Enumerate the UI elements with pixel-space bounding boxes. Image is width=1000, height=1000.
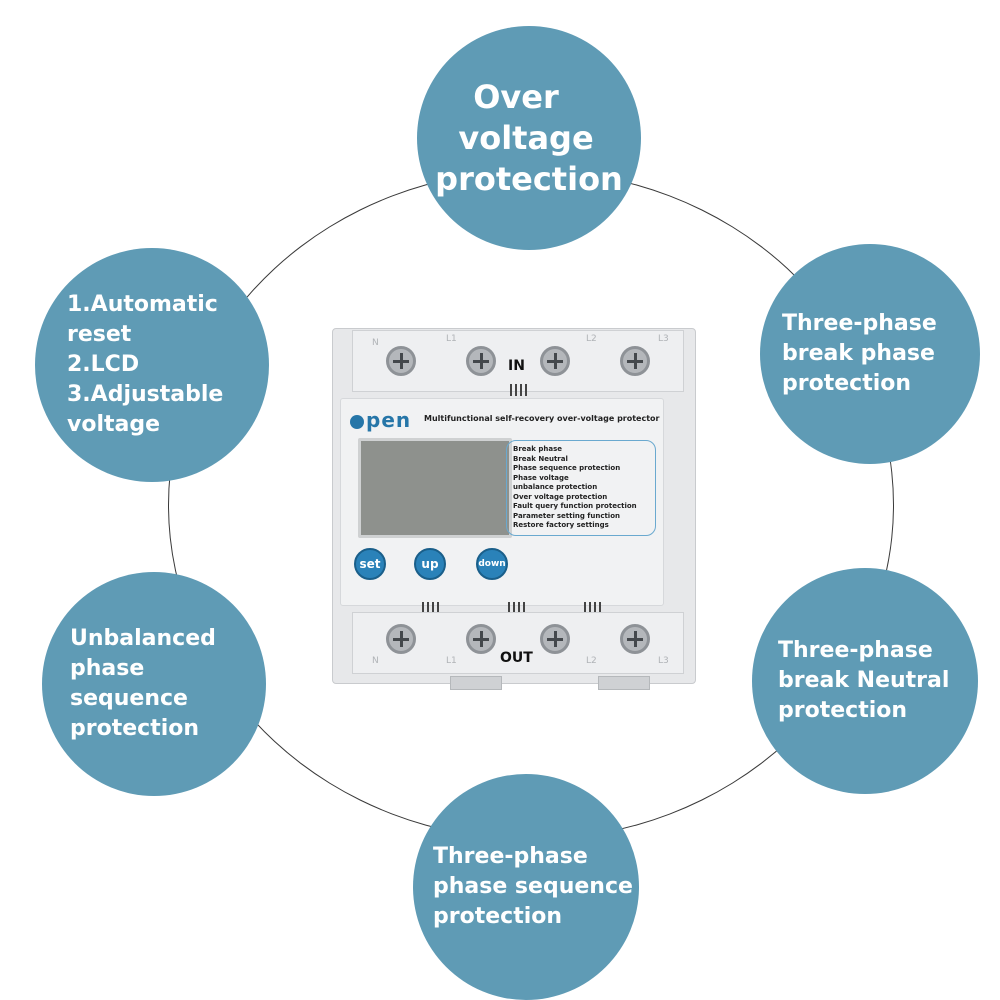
bubble-features: 1.Automatic reset 2.LCD 3.Adjustable vol… bbox=[35, 248, 269, 482]
feature-item: Break phase bbox=[513, 445, 562, 453]
din-clip bbox=[598, 676, 650, 690]
feature-item: Phase sequence protection bbox=[513, 464, 621, 472]
terminal-label: N bbox=[372, 338, 379, 348]
screw-icon bbox=[620, 346, 650, 376]
brand-mark-icon bbox=[350, 414, 364, 429]
bubble-line: break Neutral bbox=[778, 668, 950, 693]
bubble-line: protection bbox=[70, 716, 200, 741]
brand-logo: pen bbox=[350, 408, 411, 432]
bubble-line: 3.Adjustable bbox=[67, 382, 224, 407]
bubble-line: 2.LCD bbox=[67, 352, 140, 377]
set-button[interactable]: set bbox=[354, 548, 386, 580]
bubble-line: Three-phase bbox=[433, 844, 588, 869]
bubble-line: protection bbox=[778, 698, 908, 723]
terminal-label: N bbox=[372, 656, 379, 666]
terminal-label: L1 bbox=[446, 334, 457, 344]
screw-icon bbox=[466, 346, 496, 376]
bubble-line: protection bbox=[782, 371, 912, 396]
bubble-phase-sequence: Three-phase phase sequence protection bbox=[413, 774, 639, 1000]
screw-icon bbox=[386, 346, 416, 376]
screw-icon bbox=[466, 624, 496, 654]
screw-icon bbox=[386, 624, 416, 654]
bubble-line: Unbalanced bbox=[70, 626, 216, 651]
bubble-line: protection bbox=[435, 159, 623, 198]
bubble-line: voltage bbox=[67, 412, 161, 437]
brand-name: pen bbox=[366, 408, 412, 432]
vent-slots bbox=[584, 602, 604, 614]
screw-icon bbox=[620, 624, 650, 654]
bubble-break-phase: Three-phase break phase protection bbox=[760, 244, 980, 464]
terminal-label: L2 bbox=[586, 334, 597, 344]
down-button[interactable]: down bbox=[476, 548, 508, 580]
bubble-line: Over bbox=[473, 77, 559, 116]
up-button[interactable]: up bbox=[414, 548, 446, 580]
terminal-label: L2 bbox=[586, 656, 597, 666]
bubble-line: Three-phase bbox=[782, 311, 937, 336]
bubble-line: phase bbox=[70, 656, 145, 681]
device-subtitle: Multifunctional self-recovery over-volta… bbox=[424, 414, 660, 423]
vent-slots bbox=[510, 384, 530, 396]
bubble-line: voltage bbox=[458, 118, 594, 157]
feature-item: Phase voltage bbox=[513, 473, 569, 482]
vent-slots bbox=[422, 602, 442, 614]
bubble-line: phase sequence bbox=[433, 874, 633, 899]
lcd-display bbox=[358, 438, 512, 538]
feature-item: Parameter setting function bbox=[513, 511, 621, 520]
terminal-label: L1 bbox=[446, 656, 457, 666]
feature-item: Fault query function protection bbox=[513, 502, 637, 510]
bubble-line: Three-phase bbox=[778, 638, 933, 663]
protector-device: N L1 L2 L3 IN pen Multifunctional self-r… bbox=[328, 320, 708, 695]
terminal-label: L3 bbox=[658, 334, 669, 344]
screw-icon bbox=[540, 346, 570, 376]
in-label: IN bbox=[508, 358, 525, 374]
feature-item: Over voltage protection bbox=[513, 492, 608, 501]
feature-item: Restore factory settings bbox=[513, 521, 609, 529]
out-label: OUT bbox=[500, 650, 533, 666]
din-clip bbox=[450, 676, 502, 690]
feature-item: unbalance protection bbox=[513, 483, 598, 491]
screw-icon bbox=[540, 624, 570, 654]
bubble-line: reset bbox=[67, 322, 132, 347]
bubble-line: protection bbox=[433, 904, 563, 929]
feature-item: Break Neutral bbox=[513, 454, 568, 463]
bubble-line: break phase bbox=[782, 341, 935, 366]
vent-slots bbox=[508, 602, 528, 614]
terminal-label: L3 bbox=[658, 656, 669, 666]
bubble-break-neutral: Three-phase break Neutral protection bbox=[752, 568, 978, 794]
bubble-line: 1.Automatic bbox=[67, 292, 218, 317]
bubble-over-voltage: Over voltage protection bbox=[417, 26, 641, 250]
bubble-line: sequence bbox=[70, 686, 188, 711]
feature-list: Break phase Break Neutral Phase sequence… bbox=[506, 440, 656, 536]
bubble-unbalanced: Unbalanced phase sequence protection bbox=[42, 572, 266, 796]
